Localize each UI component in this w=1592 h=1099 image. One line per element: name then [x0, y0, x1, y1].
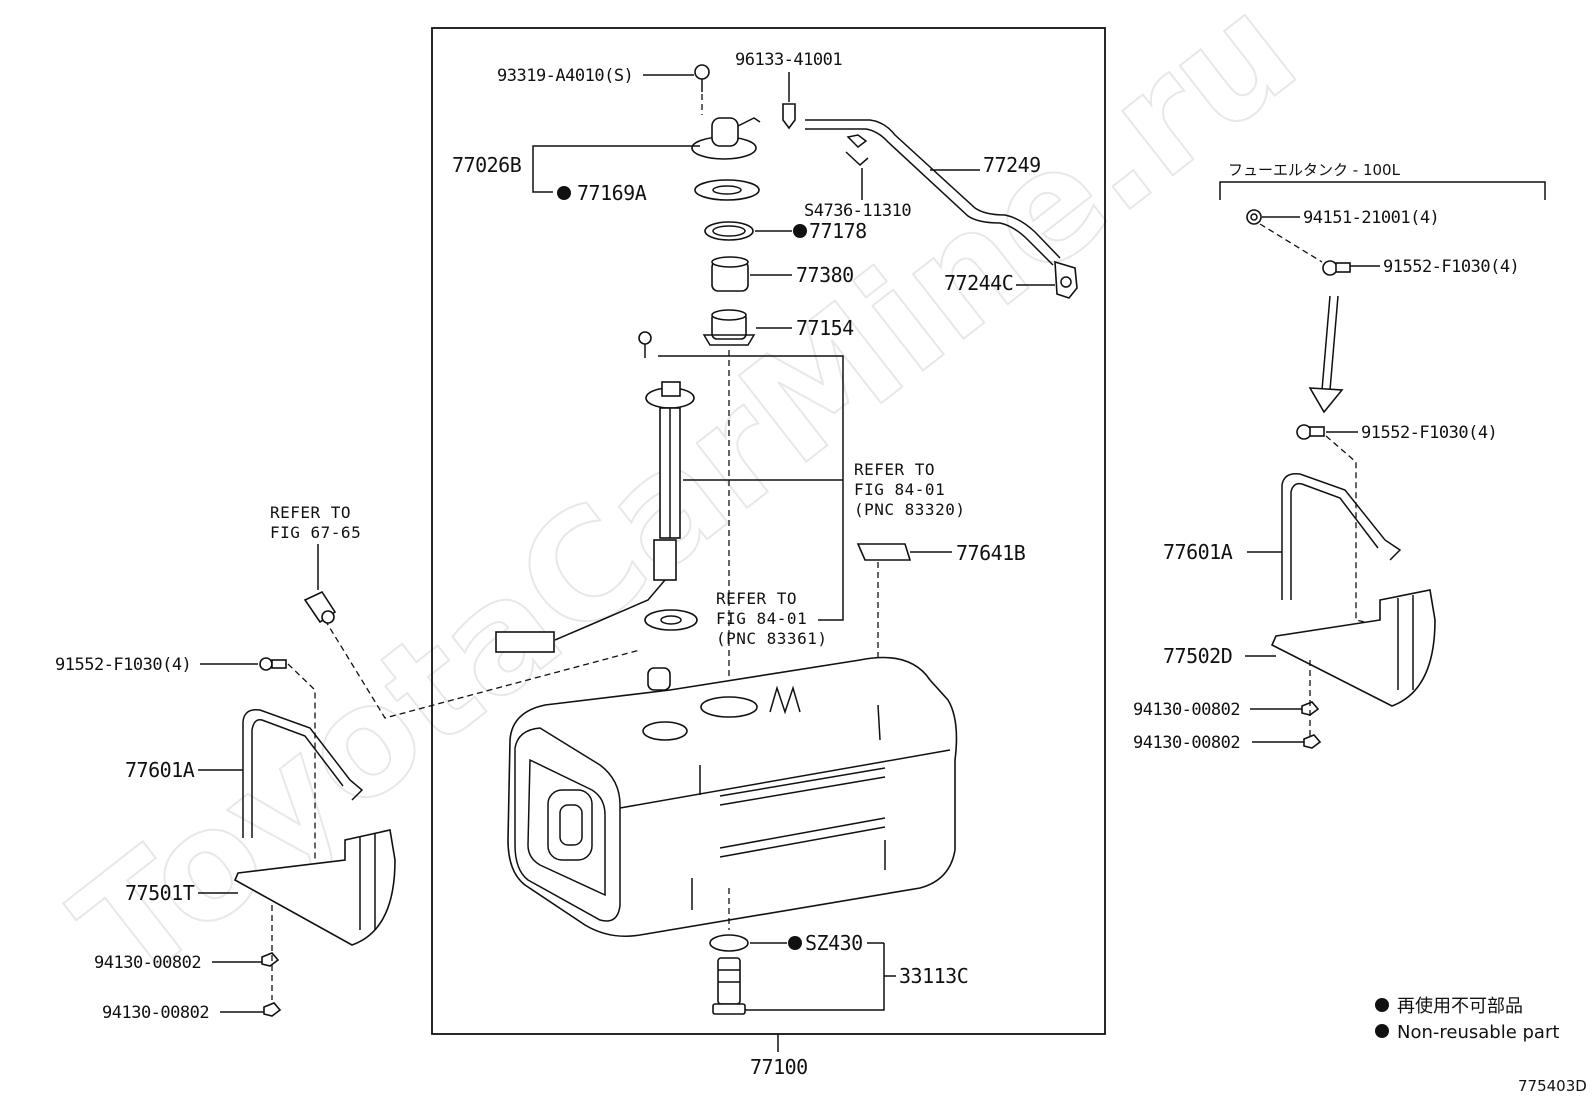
label-94151: 94151-21001(4) — [1303, 208, 1439, 228]
label-77380: 77380 — [796, 263, 854, 287]
bolt-91552-right-2[interactable] — [1296, 424, 1325, 440]
label-94130-left-1: 94130-00802 — [94, 953, 201, 973]
ref-fig-84-01-b: REFER TO FIG 84-01 (PNC 83361) — [716, 589, 827, 648]
label-77641b: 77641B — [956, 541, 1026, 565]
label-77501t: 77501T — [125, 881, 195, 905]
nut-94130-right-2[interactable] — [1303, 734, 1322, 749]
retainer-77154[interactable] — [702, 309, 756, 346]
label-54736: S4736-11310 — [804, 201, 911, 221]
legend-dot-2 — [1375, 1024, 1389, 1038]
strap-77601a-left[interactable] — [242, 709, 364, 838]
gasket-fig-84-01[interactable] — [644, 609, 698, 631]
svg-text:FIG 67-65: FIG 67-65 — [270, 523, 361, 542]
fuel-sender-unit[interactable] — [495, 331, 695, 653]
ref-fig-84-01-a: REFER TO FIG 84-01 (PNC 83320) — [854, 460, 965, 519]
clamp-54736[interactable] — [845, 134, 869, 167]
sensor-fig-67-65[interactable] — [303, 590, 337, 624]
clip-96133[interactable] — [782, 103, 796, 130]
cap-77380[interactable] — [711, 256, 749, 292]
label-33113c: 33113C — [899, 964, 968, 988]
nut-94151[interactable] — [1246, 209, 1262, 225]
label-91552-right-1: 91552-F1030(4) — [1383, 257, 1519, 277]
bolt-91552-right-1[interactable] — [1322, 260, 1351, 276]
drain-plug-33113c[interactable] — [712, 957, 746, 1015]
label-sz430: SZ430 — [805, 931, 863, 955]
fitting-77244c[interactable] — [1054, 260, 1078, 299]
tank-100l-note: フューエルタンク - 100L — [1228, 161, 1401, 179]
label-77601a-left: 77601A — [125, 758, 195, 782]
label-93319: 93319-A4010(S) — [497, 66, 633, 86]
label-77100: 77100 — [750, 1055, 808, 1079]
bracket-77501t[interactable] — [233, 829, 396, 946]
fuel-sender-gauge-77026b[interactable] — [691, 117, 761, 160]
legend-text-en: Non-reusable part — [1397, 1022, 1559, 1043]
label-94130-left-2: 94130-00802 — [102, 1003, 209, 1023]
legend-dot-1 — [1375, 998, 1389, 1012]
nut-94130-left-1[interactable] — [261, 952, 280, 967]
ring-77178[interactable] — [704, 221, 754, 241]
label-77502d: 77502D — [1163, 644, 1232, 668]
label-77154: 77154 — [796, 316, 854, 340]
label-77178: 77178 — [809, 219, 867, 243]
arrow-down — [1308, 295, 1344, 414]
pad-77641b[interactable] — [856, 543, 912, 561]
figure-code: 775403D — [1518, 1077, 1587, 1095]
legend-text-jp: 再使用不可部品 — [1397, 996, 1523, 1017]
svg-text:REFER TO: REFER TO — [854, 460, 935, 479]
svg-text:(PNC 83361): (PNC 83361) — [716, 629, 827, 648]
svg-text:(PNC 83320): (PNC 83320) — [854, 500, 965, 519]
label-77026b: 77026B — [452, 153, 522, 177]
fuel-tank-77100[interactable] — [507, 656, 958, 938]
bracket-77502d[interactable] — [1270, 589, 1436, 707]
ref-fig-67-65: REFER TO FIG 67-65 — [270, 503, 361, 542]
label-96133: 96133-41001 — [735, 50, 842, 70]
non-reusable-dot-77169a — [557, 186, 571, 200]
label-77169a: 77169A — [577, 181, 647, 205]
main-assembly-frame — [431, 27, 1106, 1035]
gasket-sz430[interactable] — [709, 934, 749, 952]
legend: 再使用不可部品 Non-reusable part — [1375, 996, 1559, 1043]
svg-text:REFER TO: REFER TO — [716, 589, 797, 608]
non-reusable-dot-sz430 — [788, 936, 802, 950]
strap-77601a-right[interactable] — [1281, 472, 1402, 600]
label-91552-left: 91552-F1030(4) — [55, 655, 191, 675]
label-77244c: 77244C — [944, 271, 1013, 295]
bolt-93319[interactable] — [694, 64, 710, 92]
svg-text:FIG 84-01: FIG 84-01 — [716, 609, 807, 628]
non-reusable-dot-77178 — [793, 224, 807, 238]
svg-text:REFER TO: REFER TO — [270, 503, 351, 522]
label-94130-right-1: 94130-00802 — [1133, 700, 1240, 720]
svg-text:FIG 84-01: FIG 84-01 — [854, 480, 945, 499]
label-94130-right-2: 94130-00802 — [1133, 733, 1240, 753]
hose-77249[interactable] — [805, 119, 1061, 266]
label-77601a-right: 77601A — [1163, 540, 1233, 564]
label-77249: 77249 — [983, 153, 1041, 177]
gasket-77169a[interactable] — [694, 179, 760, 201]
bolt-91552-left[interactable] — [259, 657, 287, 671]
label-91552-right-2: 91552-F1030(4) — [1361, 423, 1497, 443]
nut-94130-left-2[interactable] — [263, 1002, 282, 1017]
